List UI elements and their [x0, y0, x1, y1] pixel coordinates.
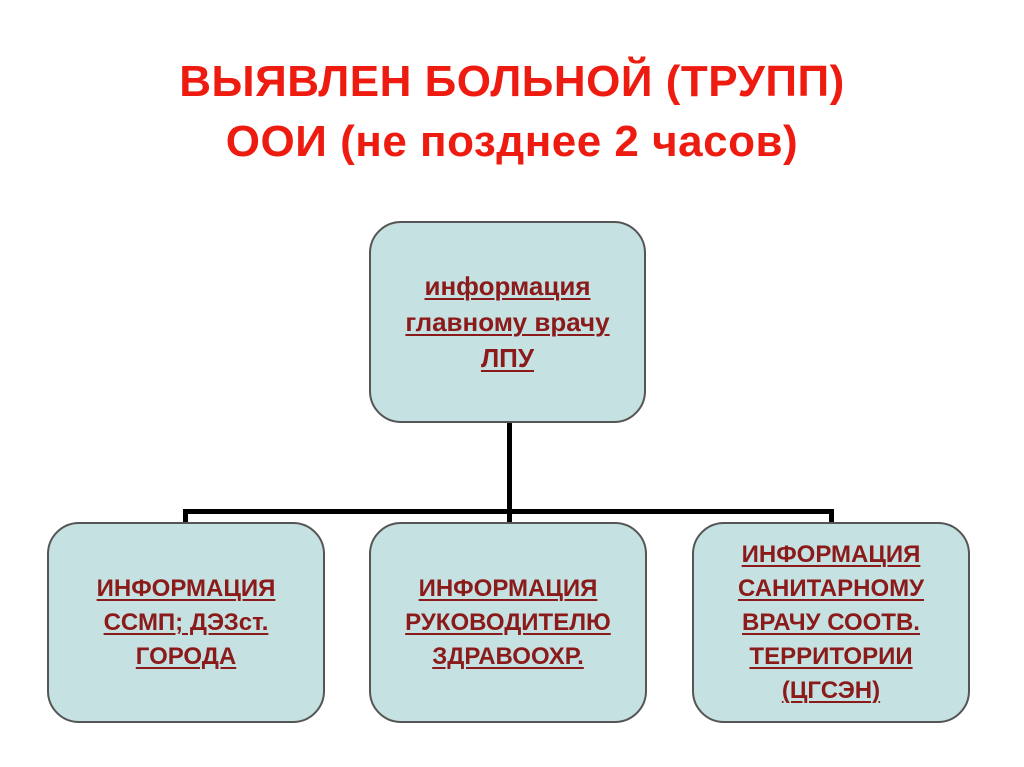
node-chief-doctor-text: информация главному врачу ЛПУ — [405, 271, 610, 373]
slide-title-line-1: ВЫЯВЛЕН БОЛЬНОЙ (ТРУПП) — [179, 57, 845, 106]
connector-drop-middle — [507, 509, 512, 523]
slide-title: ВЫЯВЛЕН БОЛЬНОЙ (ТРУПП) ООИ (не позднее … — [0, 52, 1024, 172]
node-health-head: ИНФОРМАЦИЯ РУКОВОДИТЕЛЮ ЗДРАВООХР. — [369, 522, 647, 723]
connector-drop-right — [829, 509, 834, 523]
node-sanitary-doctor-text: ИНФОРМАЦИЯ САНИТАРНОМУ ВРАЧУ СООТВ. ТЕРР… — [737, 540, 925, 704]
slide-title-line-2: ООИ (не позднее 2 часов) — [225, 117, 799, 166]
node-ambulance-city-text: ИНФОРМАЦИЯ ССМП; ДЭЗст. ГОРОДА — [96, 574, 276, 670]
connector-vertical-main — [507, 423, 512, 514]
node-chief-doctor: информация главному врачу ЛПУ — [369, 221, 646, 423]
node-ambulance-city: ИНФОРМАЦИЯ ССМП; ДЭЗст. ГОРОДА — [47, 522, 325, 723]
node-health-head-text: ИНФОРМАЦИЯ РУКОВОДИТЕЛЮ ЗДРАВООХР. — [405, 574, 611, 670]
connector-drop-left — [183, 509, 188, 523]
node-sanitary-doctor: ИНФОРМАЦИЯ САНИТАРНОМУ ВРАЧУ СООТВ. ТЕРР… — [692, 522, 970, 723]
